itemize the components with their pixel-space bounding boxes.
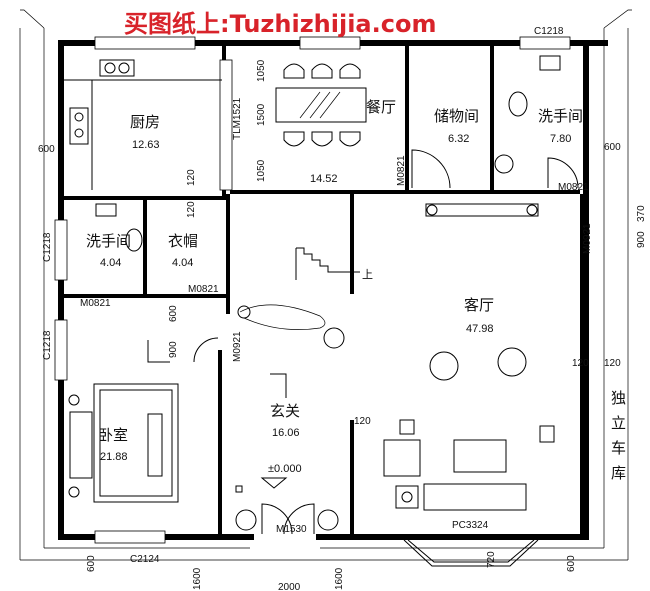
kitchen-area: 12.63 — [132, 139, 160, 151]
storage-label: 储物间 — [434, 107, 479, 125]
bath-fixtures — [95, 55, 561, 252]
bedroom-label: 卧室 — [98, 426, 128, 444]
dining-area: 14.52 — [310, 173, 338, 185]
dim-2000: 2000 — [278, 582, 301, 591]
stair-up-label: 上 — [362, 268, 373, 281]
elevation-label: ±0.000 — [268, 463, 302, 475]
dim-120-living-a: 120 — [572, 358, 589, 369]
dim-120-foyer: 120 — [354, 416, 371, 427]
dim-120-bath: 120 — [186, 201, 197, 218]
bath-upper-label: 洗手间 — [538, 107, 583, 125]
foyer-items — [235, 304, 345, 535]
dim-600-bottom-right: 600 — [566, 555, 577, 572]
dining-label: 餐厅 — [366, 98, 396, 116]
dim-720: 720 — [486, 551, 497, 568]
bedroom-bed — [68, 337, 219, 503]
window-c2124-label: C2124 — [130, 554, 160, 565]
dim-1600-right: 1600 — [334, 567, 345, 590]
living-furniture — [383, 347, 555, 511]
kitchen-label: 厨房 — [130, 113, 160, 131]
bath-lower-area: 4.04 — [100, 257, 121, 269]
dim-900-right: 900 — [636, 231, 647, 248]
dim-600-foyer: 600 — [168, 305, 179, 322]
dim-1500: 1500 — [256, 103, 267, 126]
dim-600-right: 600 — [604, 142, 621, 153]
dim-1600-left: 1600 — [192, 567, 203, 590]
dining-table — [275, 63, 367, 147]
living-label: 客厅 — [464, 296, 494, 314]
watermark: 买图纸上:Tuzhizhijia.com — [124, 10, 436, 38]
dim-370: 370 — [636, 205, 647, 222]
window-tlm1521-label: TLM1521 — [232, 97, 243, 140]
dim-900-left: 900 — [168, 341, 179, 358]
door-m0821-storage-label: M0821 — [396, 155, 407, 186]
window-c1218-left-top-label: C1218 — [42, 232, 53, 262]
doors-upper — [411, 149, 579, 217]
dim-600-bottom-left: 600 — [86, 555, 97, 572]
window-pc3324-label: PC3324 — [452, 520, 489, 531]
roof-outline — [19, 9, 632, 561]
door-entry-label: M1530 — [276, 524, 307, 535]
door-m0821-closet-label: M0821 — [188, 284, 219, 295]
garage-label: 独立车库 — [609, 390, 627, 490]
dim-1050-bottom: 1050 — [256, 159, 267, 182]
window-c1218-left-bottom-label: C1218 — [42, 330, 53, 360]
stairs — [295, 247, 360, 280]
bedroom-area: 21.88 — [100, 451, 128, 463]
kitchen-counter — [64, 59, 222, 190]
bay-window — [403, 539, 539, 567]
closet-label: 衣帽 — [168, 232, 198, 250]
window-c1218-top-label: C1218 — [534, 26, 564, 37]
door-m0921-foyer-label: M0921 — [232, 331, 243, 362]
living-area: 47.98 — [466, 323, 494, 335]
door-m0921-right-label: M0921 — [582, 223, 593, 254]
door-m0821-bath-label: M0821 — [80, 298, 111, 309]
foyer-label: 玄关 — [270, 402, 300, 420]
dim-1050-top: 1050 — [256, 59, 267, 82]
windows — [54, 36, 571, 544]
bath-lower-label: 洗手间 — [86, 232, 131, 250]
foyer-area: 16.06 — [272, 427, 300, 439]
storage-area: 6.32 — [448, 133, 469, 145]
bath-upper-area: 7.80 — [550, 133, 571, 145]
closet-area: 4.04 — [172, 257, 193, 269]
dim-120-kitchen: 120 — [186, 169, 197, 186]
dim-120-living-b: 120 — [604, 358, 621, 369]
dim-600-left: 600 — [38, 144, 55, 155]
door-m0821-bath2-label: M0821 — [558, 182, 589, 193]
